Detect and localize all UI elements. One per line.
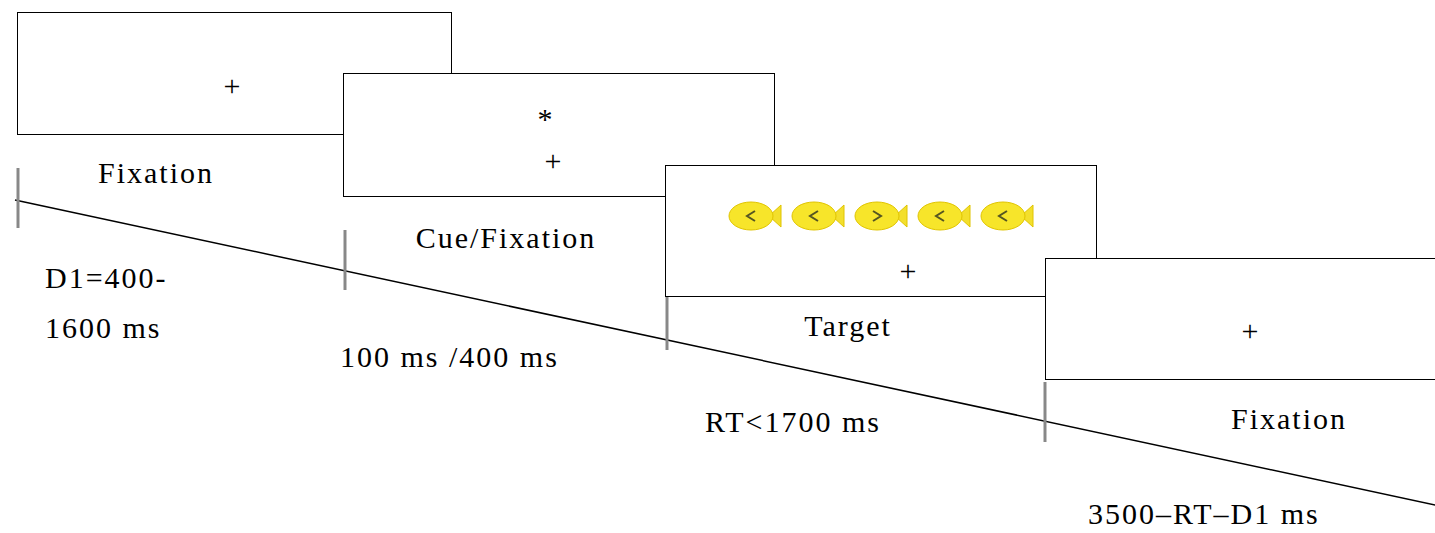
fish (981, 202, 1033, 230)
screen-label: Target (804, 308, 892, 344)
time-tick (17, 168, 20, 228)
fish (855, 202, 907, 230)
cue-symbol: * (538, 101, 555, 137)
screen-box: +Fixation (1045, 258, 1435, 380)
fixation-cross: + (545, 143, 564, 179)
timing-label: 100 ms /400 ms (340, 339, 559, 375)
timing-label: 3500–RT–D1 ms (1088, 496, 1320, 532)
fish (918, 202, 970, 230)
time-tick (344, 230, 347, 290)
screen-box: +Target (665, 165, 1097, 297)
screen-label: Fixation (1231, 401, 1347, 437)
timing-label: RT<1700 ms (705, 404, 881, 440)
time-tick (666, 290, 669, 350)
fish (729, 202, 781, 230)
fixation-cross: + (1242, 313, 1261, 349)
time-tick (1044, 382, 1047, 442)
screen-label: Cue/Fixation (416, 220, 597, 256)
timing-label: D1=400- 1600 ms (45, 253, 245, 353)
screen-label: Fixation (98, 155, 214, 191)
fixation-cross: + (900, 253, 919, 289)
fish-flanker-stimulus (721, 196, 1051, 236)
fixation-cross: + (224, 68, 243, 104)
fish (792, 202, 844, 230)
